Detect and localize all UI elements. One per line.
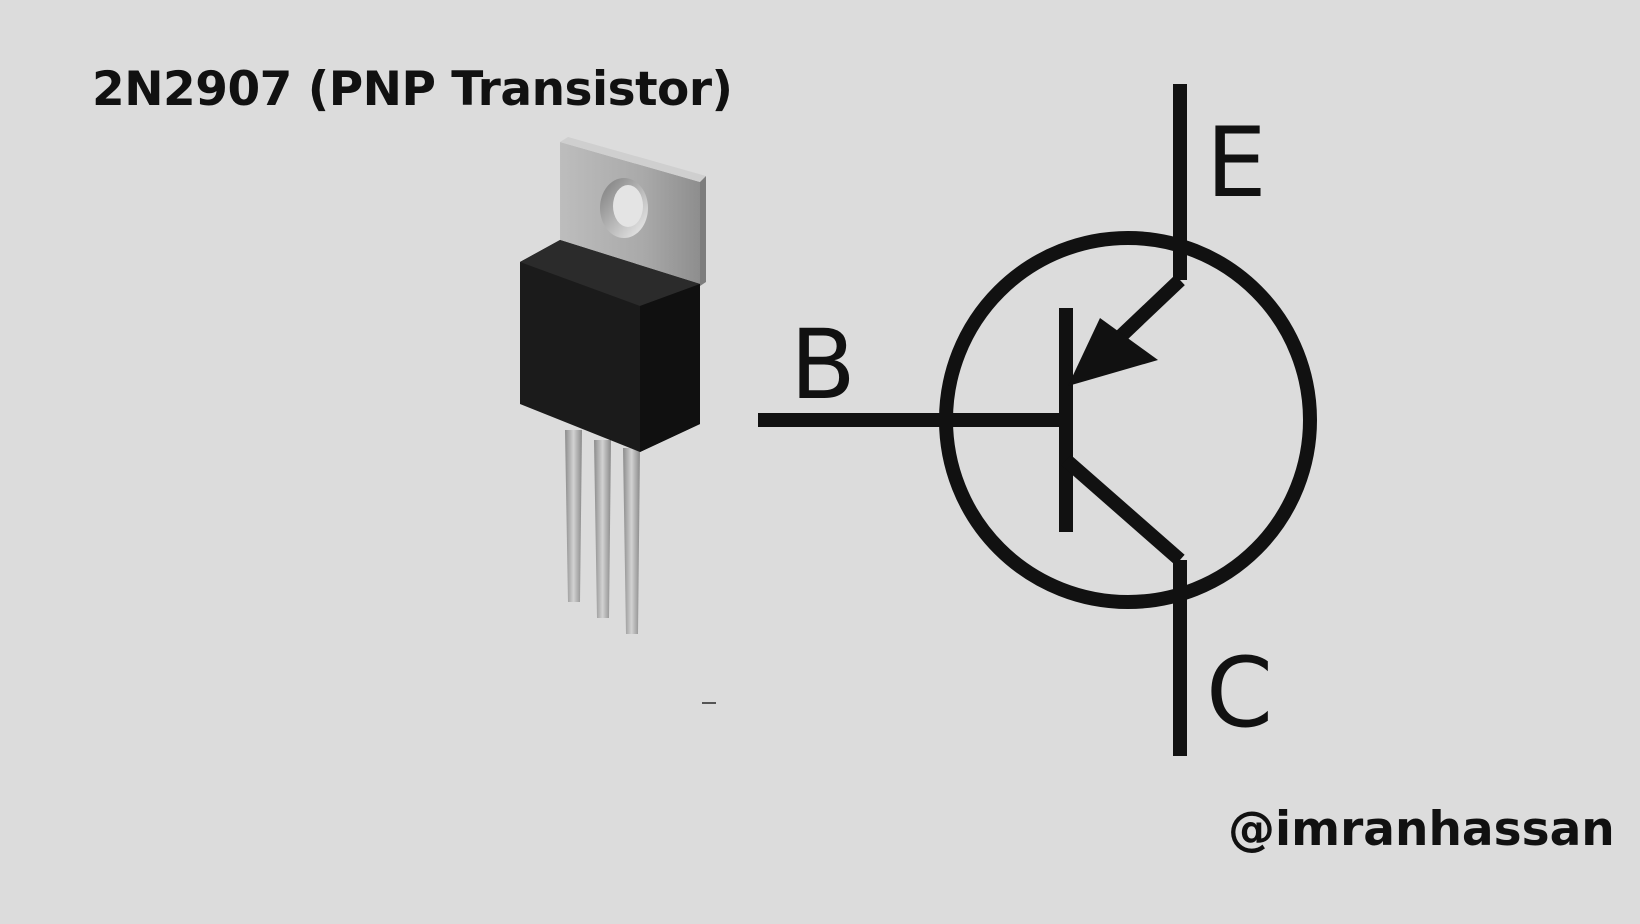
collector-label: C [1206,637,1273,749]
collector-diagonal [1061,454,1185,566]
page-title: 2N2907 (PNP Transistor) [92,62,733,117]
emitter-label: E [1206,107,1267,219]
to220-transistor-package-icon [520,137,716,704]
base-label: B [790,309,856,421]
pnp-transistor-symbol-icon [758,84,1317,756]
author-credit: @imranhassan [1228,802,1615,857]
emitter-arrow-icon [1068,318,1158,386]
